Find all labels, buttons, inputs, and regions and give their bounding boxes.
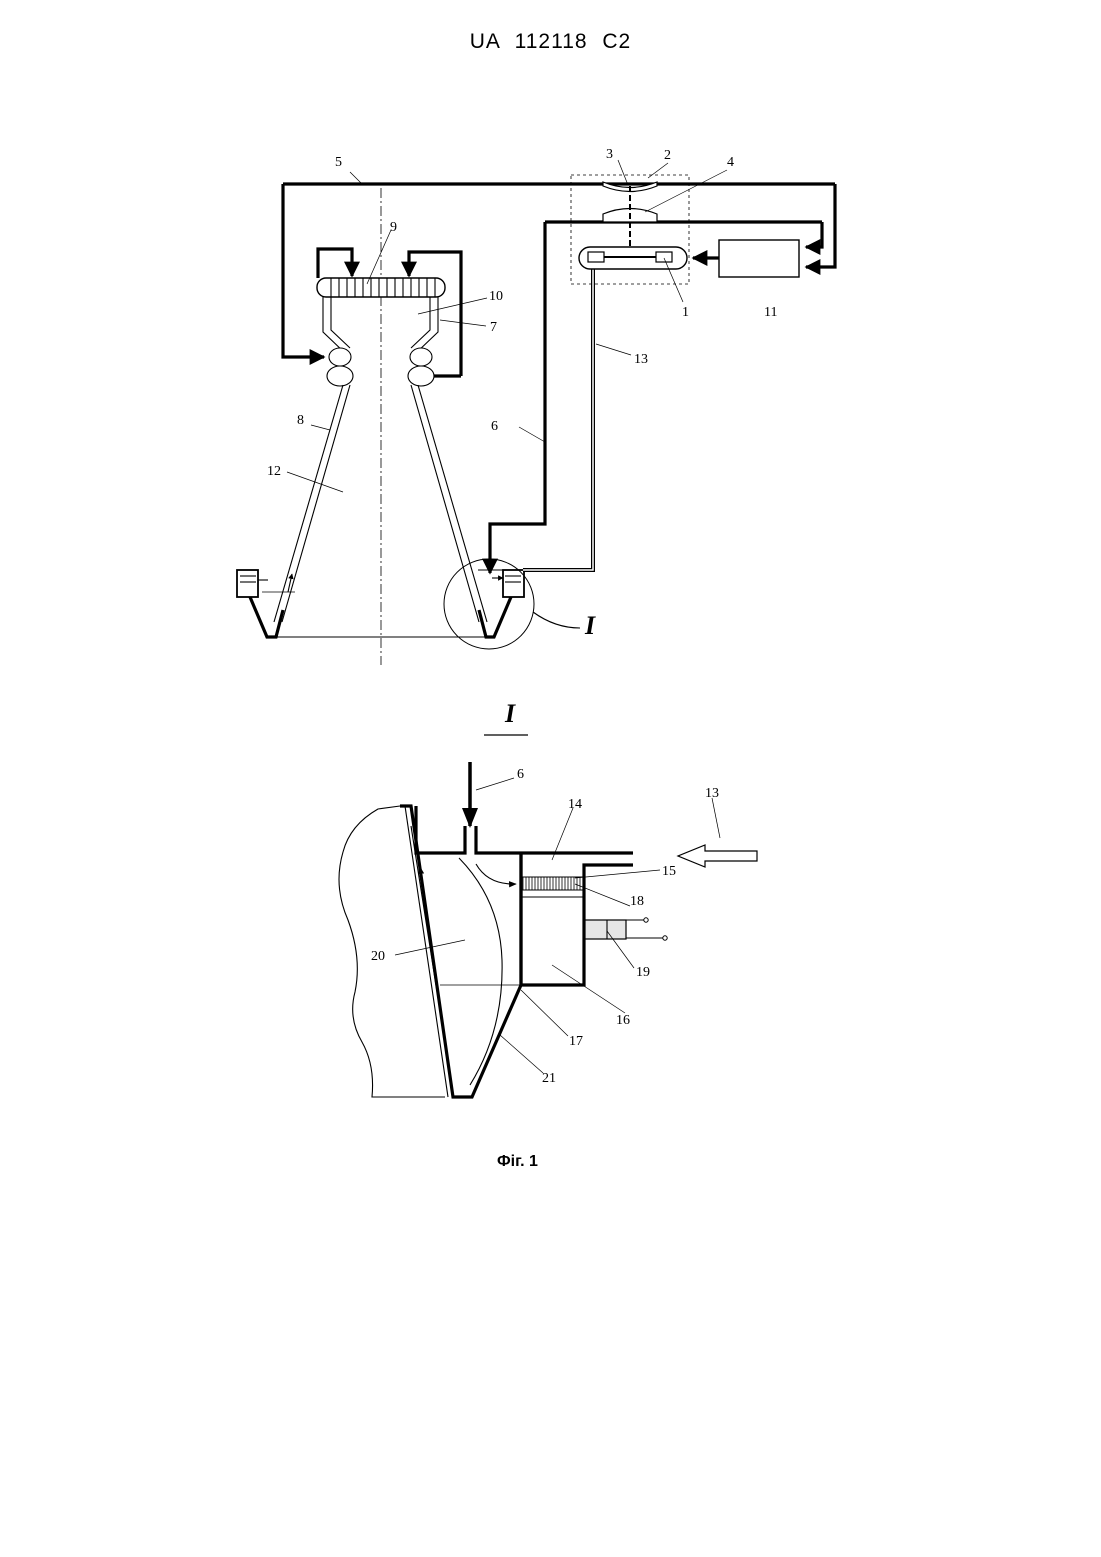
detail-label-19: 19 <box>636 965 650 980</box>
block-16-outline <box>521 853 633 985</box>
manifold-9 <box>317 278 445 297</box>
block-11 <box>719 240 799 277</box>
detail-label-13: 13 <box>705 786 719 801</box>
chamber-outer-left <box>323 297 345 353</box>
label-1: 1 <box>682 305 689 320</box>
label-11: 11 <box>764 305 777 320</box>
figure-caption: Фіг. 1 <box>497 1153 538 1170</box>
line-6-down <box>490 222 545 573</box>
detail-label-14: 14 <box>568 797 582 812</box>
nozzle-wall-left <box>282 385 350 622</box>
outer-wall <box>400 806 521 1097</box>
label-13: 13 <box>634 352 648 367</box>
detail-view: I <box>339 699 757 1097</box>
inlet-left-wall <box>416 806 465 853</box>
line-6-to-11 <box>806 222 822 247</box>
label-2: 2 <box>664 148 671 163</box>
terminal-top <box>644 918 648 922</box>
label-10: 10 <box>489 289 503 304</box>
engine-scheme: 5 3 2 4 9 10 7 1 11 13 8 6 12 I <box>237 147 835 665</box>
label-12: 12 <box>267 464 281 479</box>
sensor-19 <box>585 920 626 939</box>
detail-label-20: 20 <box>371 949 385 964</box>
leader-lines <box>287 160 727 492</box>
top-loop-left <box>318 249 352 278</box>
throat-left <box>327 348 353 386</box>
turbine-1-left <box>588 252 604 262</box>
chamber-outer-right <box>416 297 438 353</box>
label-8: 8 <box>297 413 304 428</box>
collector-left <box>237 570 283 637</box>
detail-circle-leader <box>533 612 580 628</box>
nozzle-inner-right <box>418 385 487 622</box>
label-detail-I: I <box>584 611 596 640</box>
turbine-1-right <box>656 252 672 262</box>
break-outline <box>339 806 445 1097</box>
inlet-arrow-6-head <box>462 808 478 828</box>
detail-label-6: 6 <box>517 767 524 782</box>
filter-15 <box>521 877 583 890</box>
label-6: 6 <box>491 419 498 434</box>
label-5: 5 <box>335 155 342 170</box>
flow-into-15 <box>476 864 516 884</box>
label-7: 7 <box>490 320 497 335</box>
inlet-right-wall <box>476 826 633 853</box>
detail-label-18: 18 <box>630 894 644 909</box>
terminal-bottom <box>663 936 667 940</box>
detail-label-21: 21 <box>542 1071 556 1086</box>
hollow-arrow-13 <box>678 845 757 867</box>
nozzle-inner-left <box>274 385 343 622</box>
label-9: 9 <box>390 220 397 235</box>
label-4: 4 <box>727 155 734 170</box>
detail-label-17: 17 <box>569 1034 583 1049</box>
collector-right <box>478 570 524 637</box>
chamber-inner-left <box>331 297 350 348</box>
inner-curved-wall <box>459 858 502 1085</box>
detail-label-16: 16 <box>616 1013 630 1028</box>
chamber-inner-right <box>411 297 430 348</box>
throat-right <box>408 348 434 386</box>
detail-label-15: 15 <box>662 864 676 879</box>
detail-title: I <box>504 699 516 728</box>
label-3: 3 <box>606 147 613 162</box>
nozzle-wall-right <box>411 385 479 622</box>
detail-flow-line <box>411 826 452 1087</box>
